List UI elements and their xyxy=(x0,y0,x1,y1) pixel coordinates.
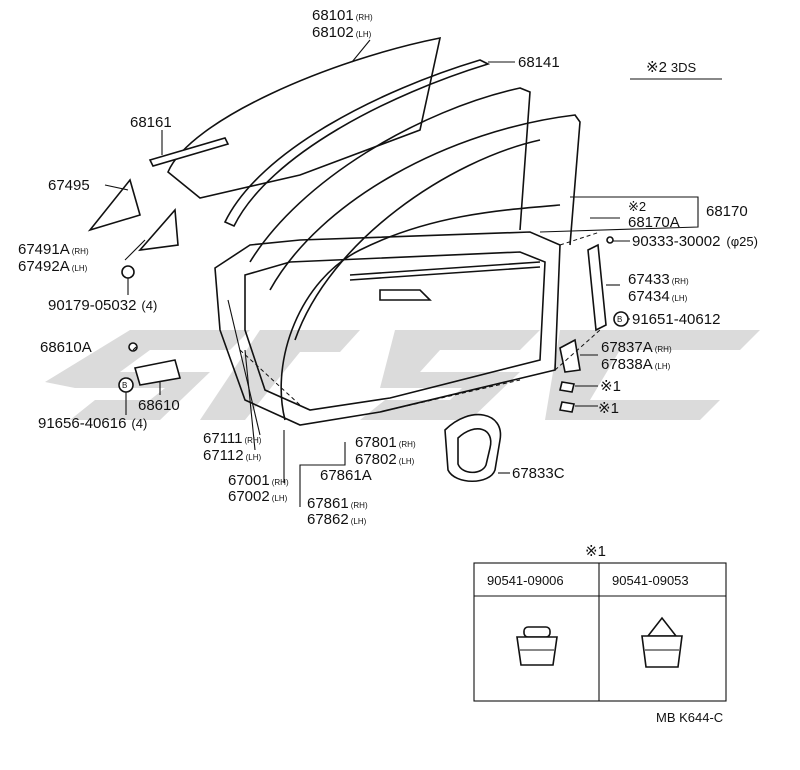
door-glass xyxy=(167,36,442,199)
leader-lines xyxy=(104,39,699,507)
service-hole-cover-inner xyxy=(457,428,492,474)
label-sash-lh: 67434(LH) xyxy=(628,288,688,305)
label-panel-rh: 67111(RH) xyxy=(203,430,262,447)
label-channel-a: 68170A xyxy=(628,214,680,231)
clip-upper xyxy=(559,381,575,393)
label-cover-lh: 67838A(LH) xyxy=(601,356,671,373)
channel-screw xyxy=(606,236,614,244)
label-ref1: ※1 xyxy=(600,378,621,395)
mirror-base xyxy=(138,208,179,252)
glass-run-strip-3 xyxy=(269,114,581,291)
label-channel-mark: ※2 xyxy=(628,199,646,214)
b-mark-left: B xyxy=(122,381,127,390)
label-glass-rh: 68101(RH) xyxy=(312,7,373,24)
door-shell xyxy=(214,231,561,426)
b-mark-right: B xyxy=(617,315,622,324)
mirror-cover xyxy=(87,178,141,232)
glass-run-strip-2 xyxy=(249,87,531,263)
label-door-rh: 67001(RH) xyxy=(228,472,289,489)
label-mirror-cover: 67495 xyxy=(48,177,90,194)
clip-lower xyxy=(559,401,575,413)
label-bolt3: 91651-40612 xyxy=(632,311,720,328)
label-belt: 68161 xyxy=(130,114,172,131)
label-seal-lh: 67802(LH) xyxy=(355,451,415,468)
glass-run-strip-4 xyxy=(294,139,541,341)
label-mirror-lh: 67492A(LH) xyxy=(18,258,88,275)
clip-icon-1 xyxy=(516,626,558,666)
label-cover-rh: 67837A(RH) xyxy=(601,339,672,356)
table-col-1: 90541-09006 xyxy=(487,573,564,588)
clip-icon-2 xyxy=(641,616,683,668)
label-ws-lh: 67862(LH) xyxy=(307,511,367,528)
mirror-nut xyxy=(121,265,135,279)
door-weatherstrip xyxy=(280,204,561,421)
door-trim-lines xyxy=(349,261,541,301)
corner-cover xyxy=(559,338,581,373)
label-glass-lh: 68102(LH) xyxy=(312,24,372,41)
label-hole-cover: 67833C xyxy=(512,465,565,482)
glass-run-strip xyxy=(223,59,491,228)
belt-molding xyxy=(148,137,230,167)
label-panel-lh: 67112(LH) xyxy=(203,447,262,464)
label-ws-rh: 67861(RH) xyxy=(307,495,368,512)
clip-table xyxy=(473,562,727,702)
service-hole-cover xyxy=(444,413,502,482)
label-bolt1: 90179-05032(4) xyxy=(48,297,157,314)
label-screw: 90333-30002(φ25) xyxy=(632,233,758,250)
label-hinge: 68610 xyxy=(138,397,180,414)
label-door-lh: 67002(LH) xyxy=(228,488,288,505)
label-mirror-rh: 67491A(RH) xyxy=(18,241,89,258)
label-bolt2: 91656-40616(4) xyxy=(38,415,147,432)
table-col-2: 90541-09053 xyxy=(612,573,689,588)
label-sash-rh: 67433(RH) xyxy=(628,271,689,288)
label-clip-a: 67861A xyxy=(320,467,372,484)
door-hinge xyxy=(133,359,182,386)
table-heading: ※1 xyxy=(585,543,606,560)
door-inner-panel xyxy=(244,251,546,411)
hinge-bolt xyxy=(128,342,138,352)
rear-sash xyxy=(587,243,607,332)
diagram-code: MB K644-C xyxy=(656,710,723,725)
label-hinge-bolt: 68610A xyxy=(40,339,92,356)
label-run: 68141 xyxy=(518,54,560,71)
label-seal-rh: 67801(RH) xyxy=(355,434,416,451)
label-channel: 68170 xyxy=(706,203,748,220)
label-ref2: ※1 xyxy=(598,400,619,417)
hidden-line xyxy=(239,231,601,413)
